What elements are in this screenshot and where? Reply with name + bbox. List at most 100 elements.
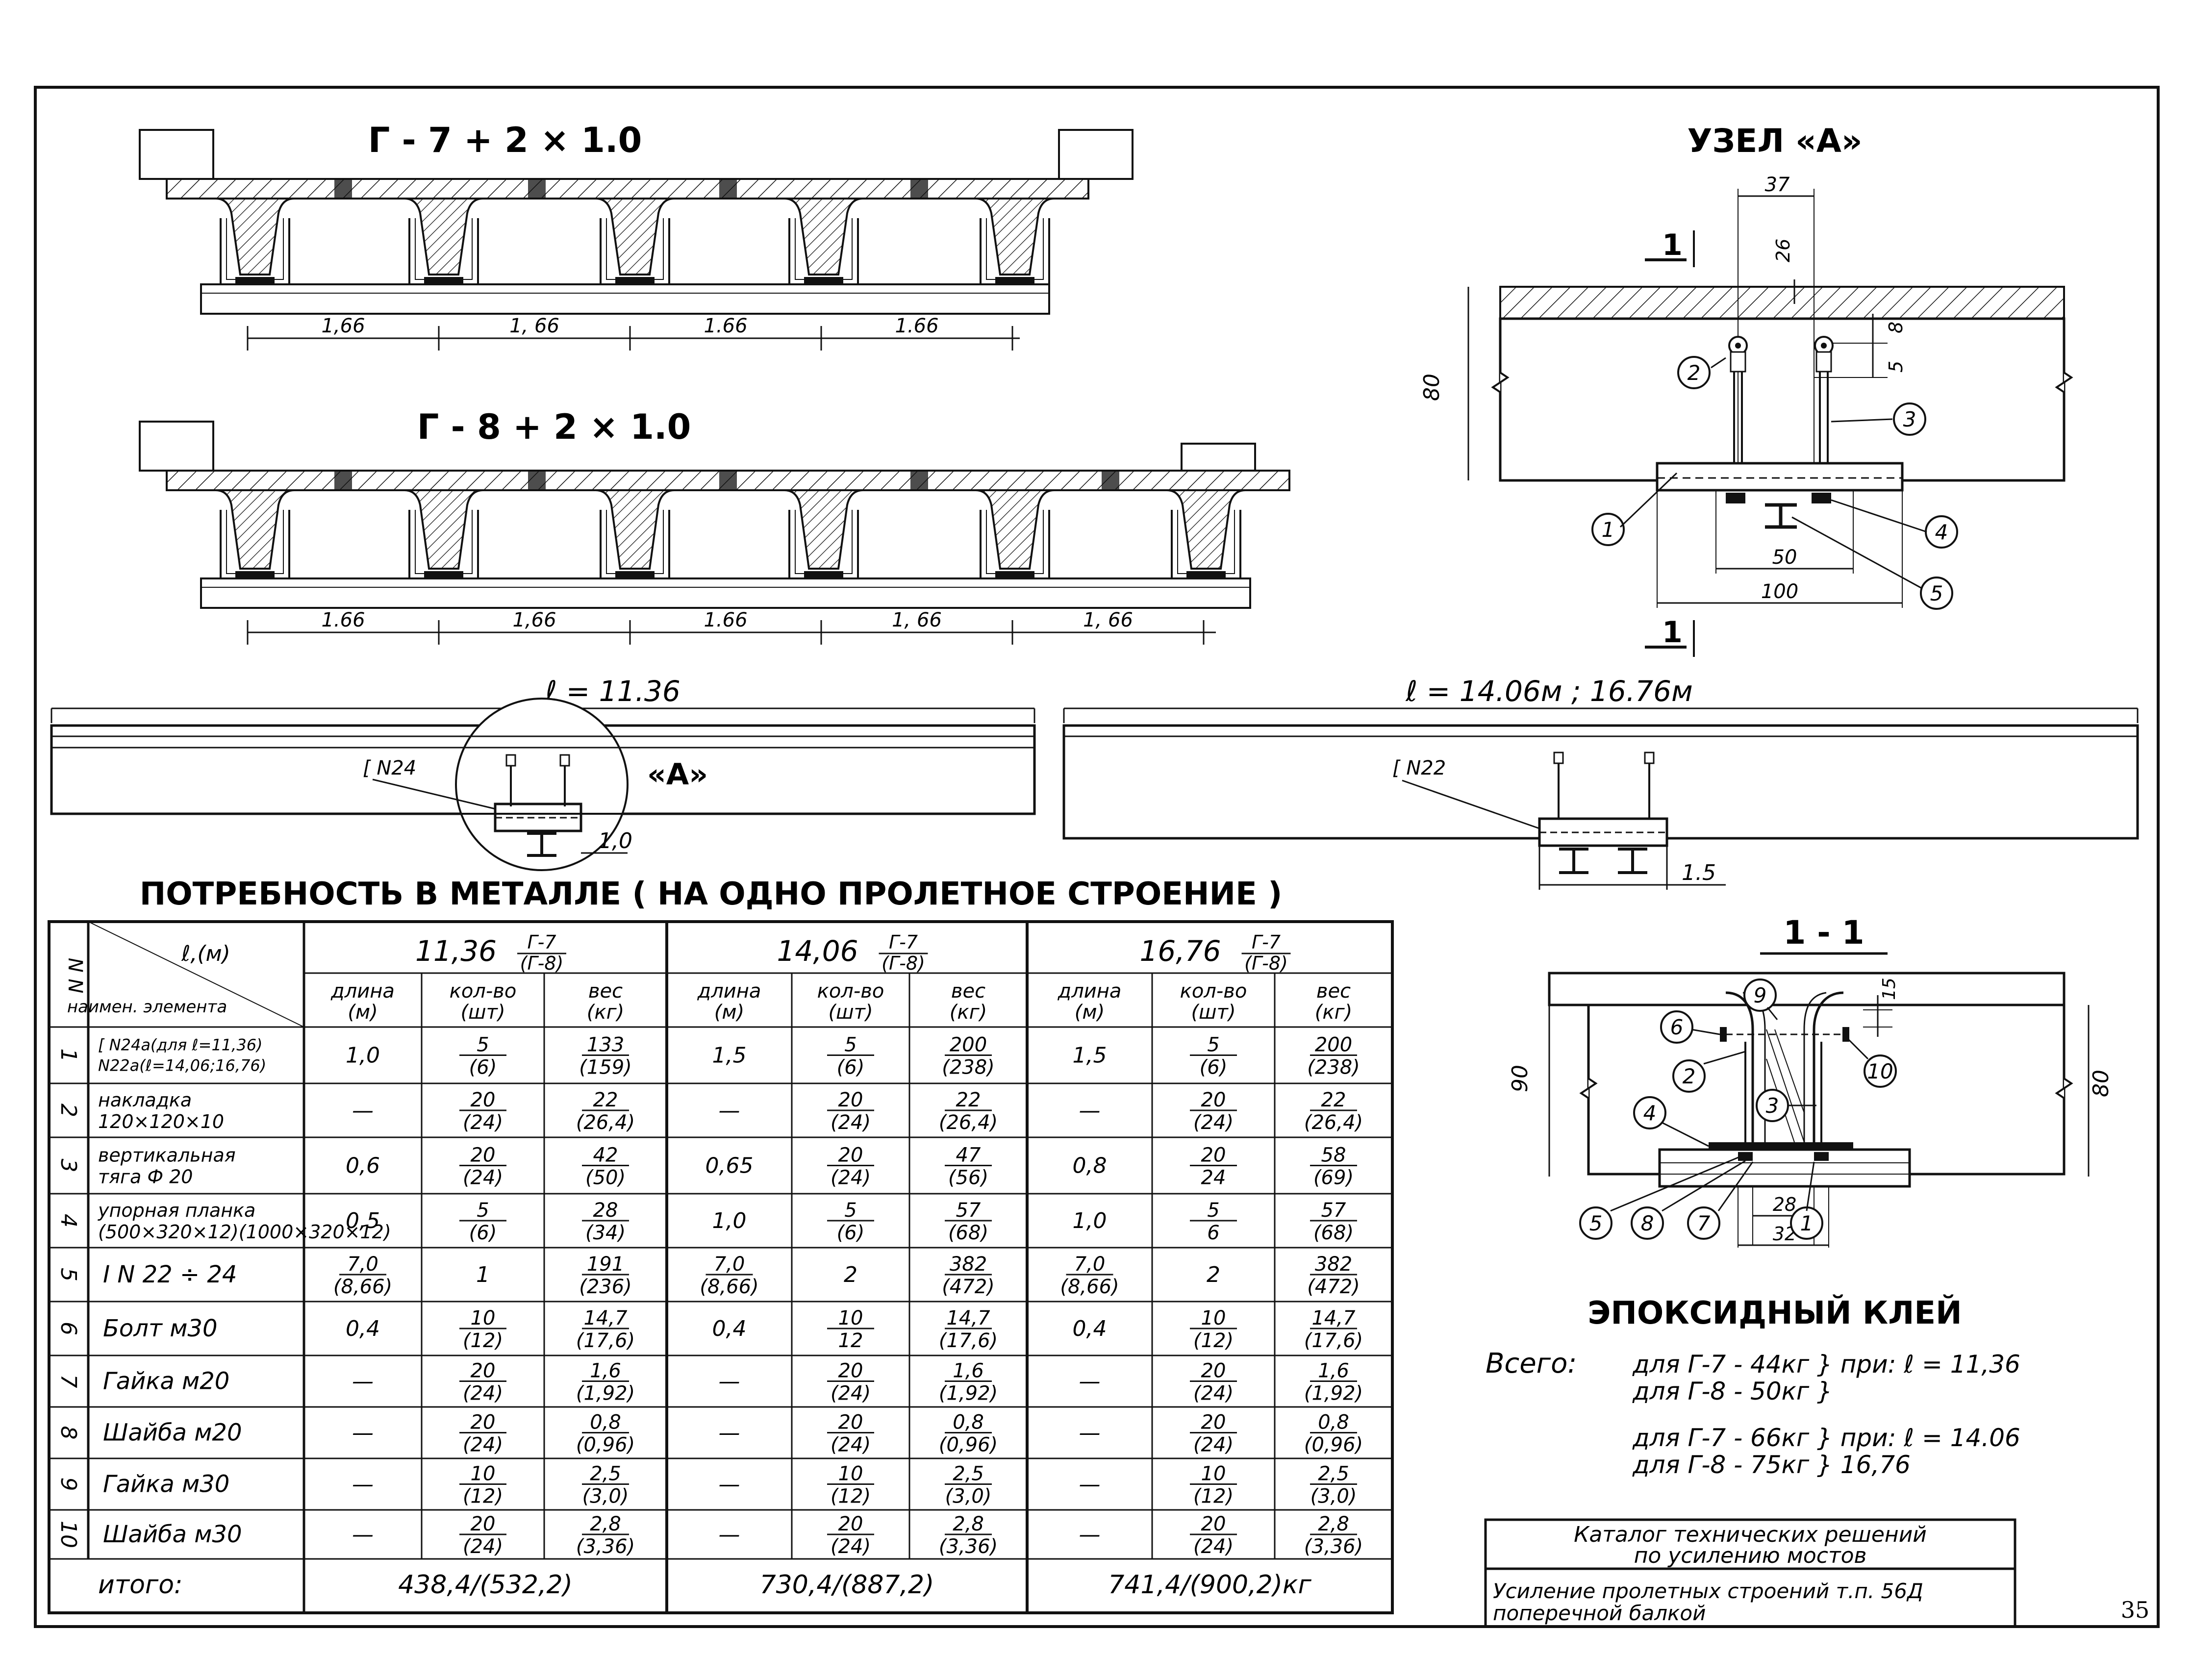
- callout-marker: 2: [1677, 356, 1711, 389]
- svg-text:2: 2: [1683, 1064, 1696, 1088]
- table-cell: —: [1079, 1421, 1101, 1446]
- table-cell: 0,4: [346, 1316, 380, 1341]
- callout-marker: 3: [1756, 1089, 1789, 1122]
- table-cell: —: [1079, 1522, 1101, 1547]
- span-dimension: 1.66: [895, 315, 938, 337]
- table-cell: —: [1079, 1472, 1101, 1497]
- table-cell-top: 20: [838, 1360, 863, 1382]
- table-cell-bottom: (3,0): [582, 1485, 629, 1508]
- callout-marker: 2: [1672, 1059, 1706, 1093]
- row-number: 8: [56, 1426, 81, 1440]
- girder-rib: [975, 198, 1055, 285]
- girder-rib: [1166, 489, 1246, 579]
- table-cell-bottom: (3,36): [576, 1535, 635, 1558]
- table-cell-bottom: (0,96): [939, 1434, 998, 1456]
- sub-header-unit: (м): [714, 1001, 744, 1024]
- sub-header-unit: (шт): [1191, 1001, 1235, 1024]
- glue-total-label: Всего:: [1486, 1348, 1577, 1379]
- table-cell-bottom: (0,96): [576, 1434, 635, 1456]
- table-cell: 1,5: [1073, 1043, 1107, 1068]
- node-a-cut-bottom: 1: [1662, 615, 1683, 650]
- table-cell-top: 7,0: [347, 1253, 378, 1276]
- table-cell-top: 57: [1321, 1199, 1346, 1222]
- table-cell: —: [352, 1421, 374, 1446]
- node-a-callout-circle: [455, 698, 629, 871]
- row-number: 3: [56, 1159, 81, 1173]
- table-cell-top: 20: [838, 1144, 863, 1167]
- svg-text:9: 9: [1754, 983, 1767, 1007]
- glue-title: ЭПОКСИДНЫЙ КЛЕЙ: [1587, 1294, 1962, 1331]
- table-cell-bottom: (24): [1193, 1434, 1234, 1456]
- table-cell: 0,4: [1073, 1316, 1107, 1341]
- table-cell: 1,0: [712, 1208, 747, 1233]
- table-cell-bottom: (3,36): [1304, 1535, 1363, 1558]
- row-element-name: [ N24а(для ℓ=11,36): [98, 1036, 263, 1054]
- table-cell-top: 10: [1201, 1463, 1226, 1485]
- table-cell-top: 20: [471, 1089, 496, 1111]
- table-cell-bottom: (238): [942, 1056, 995, 1079]
- table-cell-top: 22: [593, 1089, 618, 1111]
- node-a-dim-50: 50: [1772, 546, 1797, 569]
- span-dimension: 1,66: [321, 315, 365, 337]
- row-element-name: Шайба м30: [103, 1521, 242, 1548]
- table-title: ПОТРЕБНОСТЬ В МЕТАЛЛЕ ( НА ОДНО ПРОЛЕТНО…: [140, 876, 1283, 912]
- node-a-dim-80: 80: [1419, 374, 1444, 401]
- group-length-header: 16,76: [1139, 934, 1221, 968]
- table-cell-bottom: (26,4): [576, 1111, 635, 1134]
- stamp-line-2: по усилению мостов: [1634, 1543, 1867, 1568]
- sub-header: кол-во: [450, 980, 517, 1003]
- sub-header-unit: (кг): [1315, 1001, 1352, 1024]
- table-cell-top: 7,0: [1074, 1253, 1106, 1276]
- table-cell-top: 14,7: [583, 1307, 628, 1329]
- table-cell-bottom: (1,92): [939, 1382, 998, 1405]
- table-cell: —: [352, 1098, 374, 1123]
- elevation-short-span: ℓ = 11.36 [ N24 «А» 1,0: [50, 675, 1036, 871]
- table-cell-top: 382: [950, 1253, 987, 1276]
- node-a-cut-top: 1: [1662, 228, 1683, 262]
- table-cell-bottom: (34): [585, 1222, 626, 1244]
- table-cell-bottom: (24): [1193, 1535, 1234, 1558]
- group-type-top: Г-7: [889, 931, 918, 953]
- span-dimension: 1.66: [321, 609, 365, 631]
- svg-text:4: 4: [1935, 520, 1948, 544]
- row-number: 9: [56, 1478, 81, 1491]
- callout-marker: 9: [1743, 978, 1777, 1012]
- row-element-name: Гайка м20: [103, 1368, 229, 1395]
- svg-text:8: 8: [1641, 1211, 1654, 1235]
- page-number: 35: [2121, 1597, 2150, 1623]
- table-cell-bottom: (472): [1307, 1276, 1360, 1298]
- svg-text:6: 6: [1670, 1015, 1684, 1039]
- sub-header: длина: [697, 980, 761, 1003]
- table-cell-top: 20: [1201, 1360, 1226, 1382]
- table-cell-bottom: (6): [469, 1222, 497, 1244]
- sub-header: кол-во: [1180, 980, 1247, 1003]
- table-cell-top: 200: [950, 1034, 987, 1056]
- table-cell-top: 382: [1315, 1253, 1352, 1276]
- table-cell-bottom: (6): [837, 1056, 865, 1079]
- table-cell-bottom: (24): [831, 1535, 871, 1558]
- table-cell-bottom: (26,4): [939, 1111, 998, 1134]
- table-cell-top: 7,0: [714, 1253, 745, 1276]
- table-cell-bottom: (3,36): [939, 1535, 998, 1558]
- table-cell-top: 22: [1321, 1089, 1346, 1111]
- row-number: 1: [56, 1049, 81, 1062]
- table-cell-top: 5: [844, 1199, 857, 1222]
- corner-header-element: наимен. элемента: [67, 997, 227, 1017]
- table-cell-top: 5: [477, 1199, 489, 1222]
- row-number: 2: [56, 1103, 81, 1117]
- girder-rib: [784, 489, 863, 579]
- table-cell-bottom: (12): [463, 1329, 503, 1352]
- svg-text:1: 1: [1800, 1211, 1814, 1235]
- table-cell-top: 1,6: [590, 1360, 621, 1382]
- sub-header: вес: [951, 980, 985, 1003]
- table-cell-top: 1,6: [953, 1360, 984, 1382]
- sub-header-unit: (шт): [460, 1001, 505, 1024]
- table-cell-top: 200: [1315, 1034, 1352, 1056]
- glue-line-2: для Г-8 - 50кг }: [1632, 1377, 1833, 1405]
- short-span-channel: [ N24: [363, 757, 416, 779]
- table-cell-bottom: (12): [831, 1485, 871, 1508]
- table-cell-bottom: (24): [831, 1111, 871, 1134]
- table-cell-top: 20: [471, 1144, 496, 1167]
- span-dimension: 1,66: [512, 609, 556, 631]
